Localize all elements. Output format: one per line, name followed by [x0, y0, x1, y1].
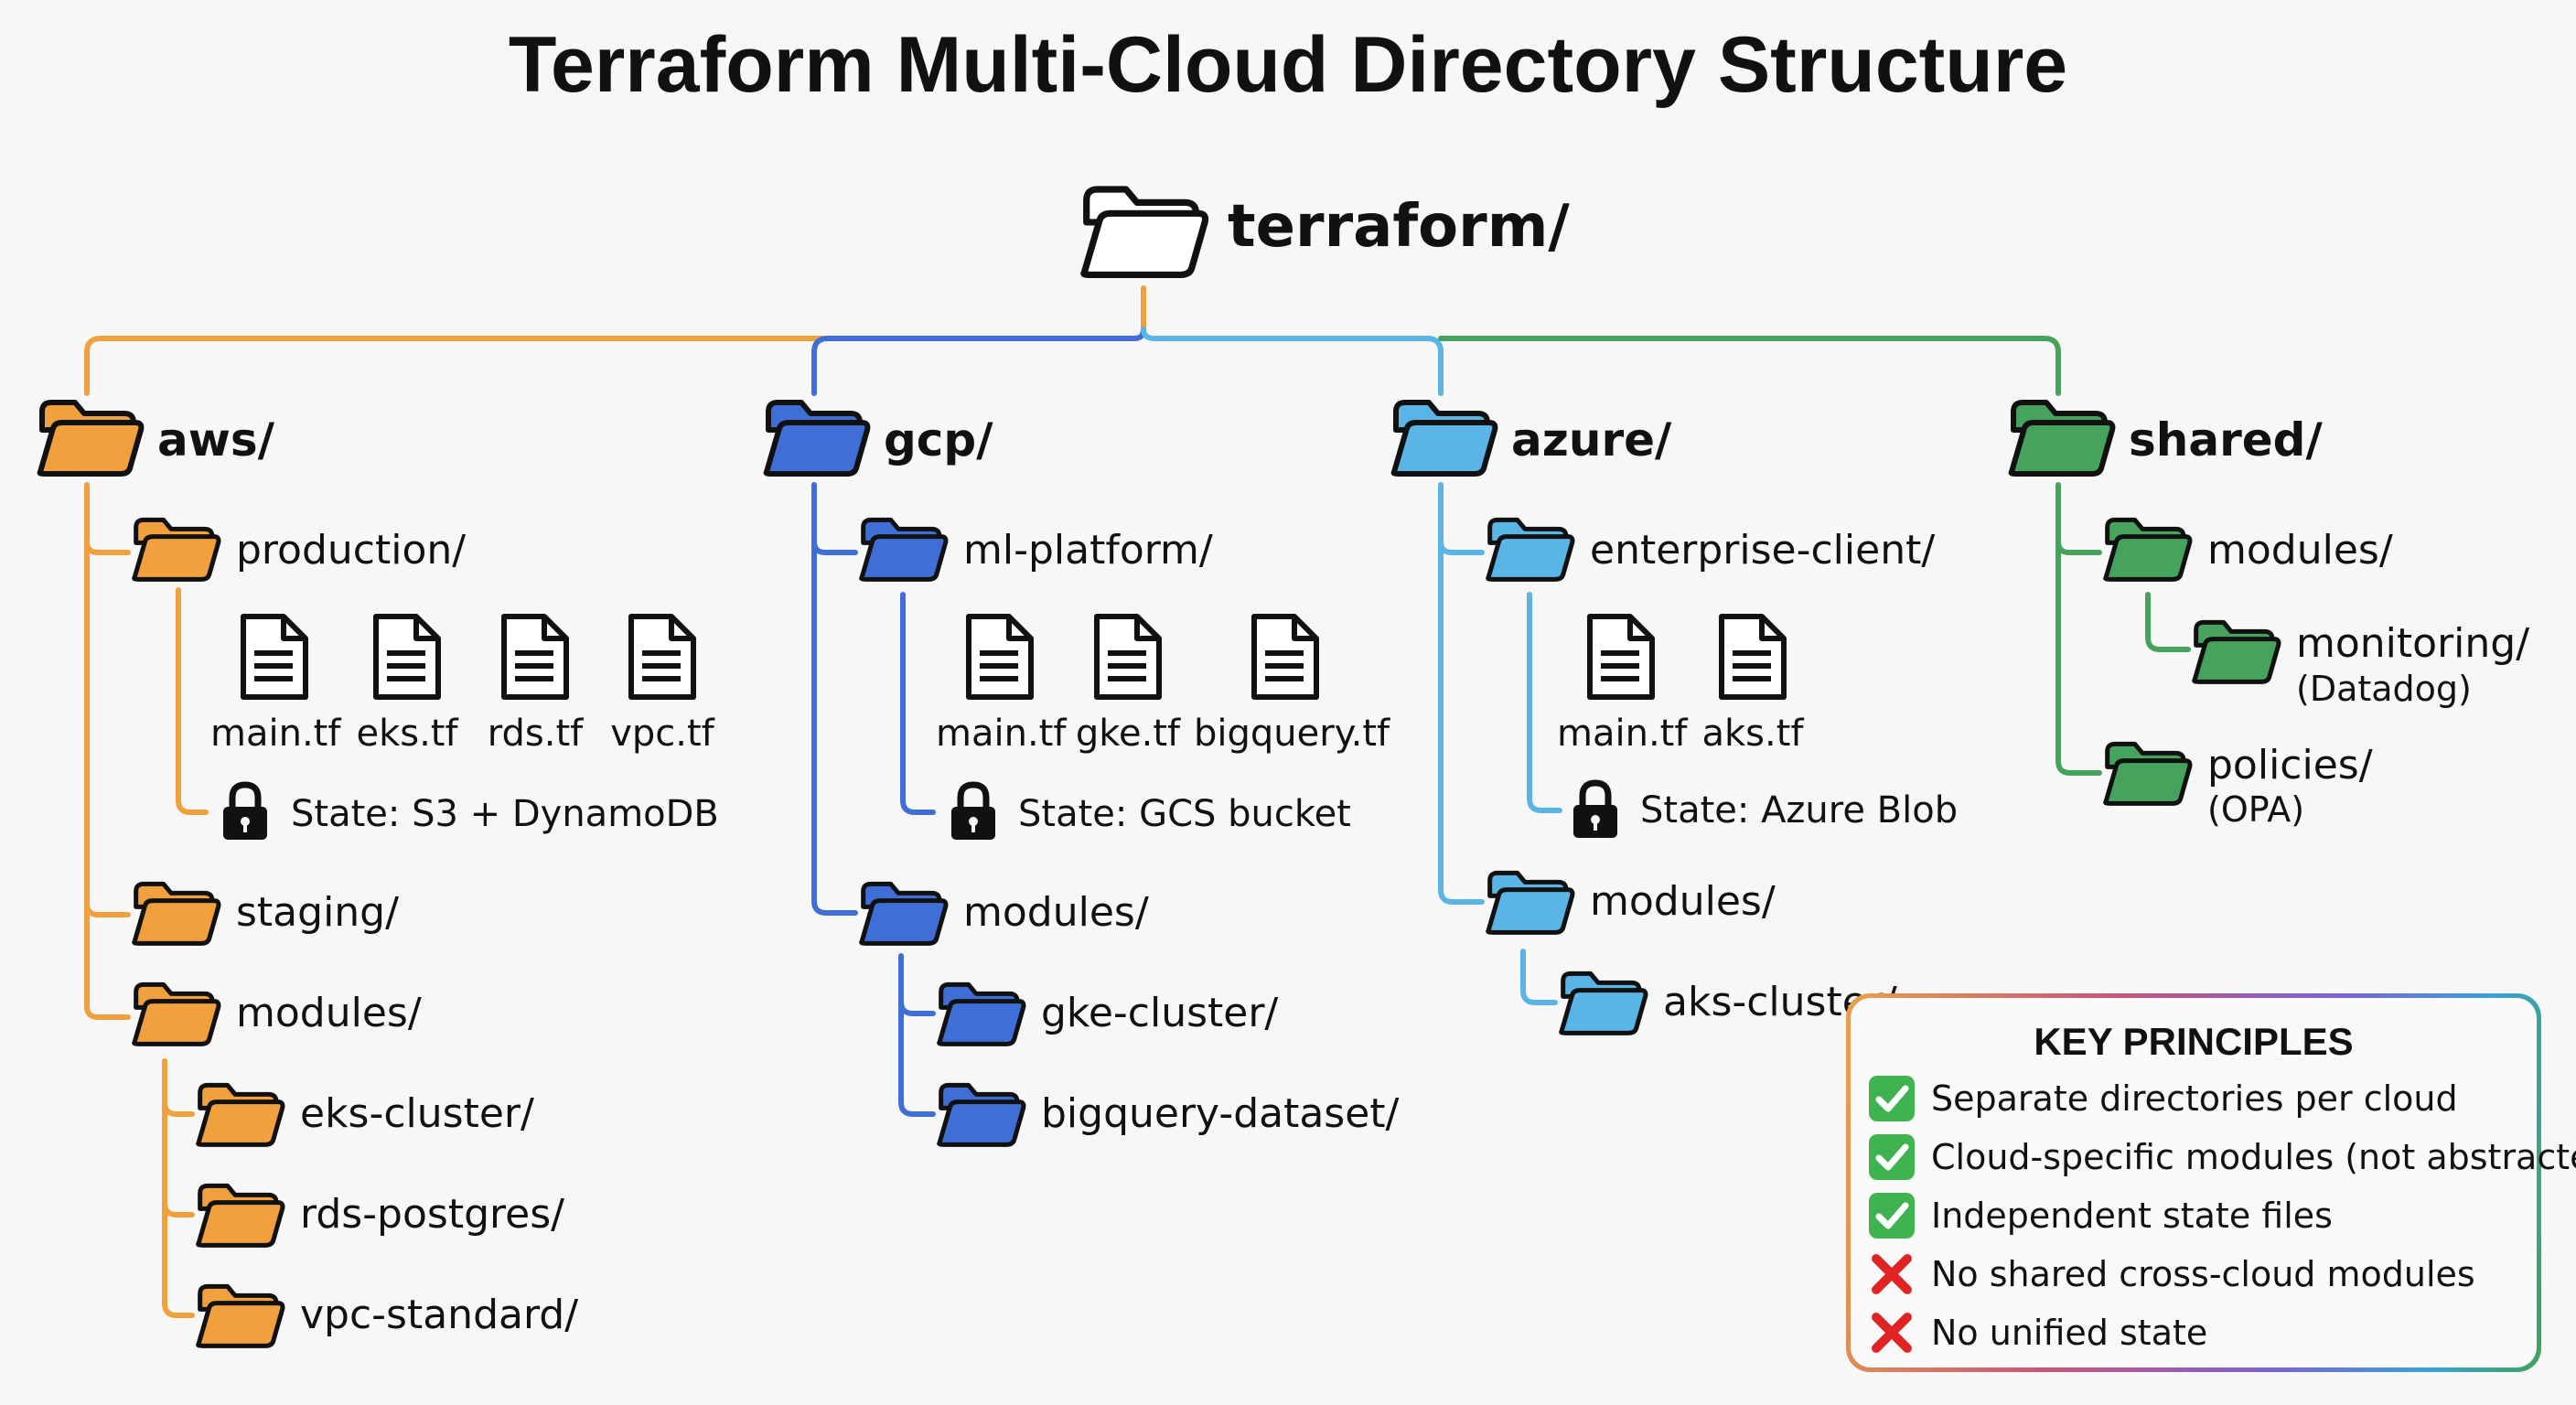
shared-monitoring-folder-icon [2195, 622, 2279, 681]
shared-label: shared/ [2129, 413, 2323, 467]
gcp-file-main: main.tf [936, 713, 1067, 755]
gcp-ml-platform-folder-icon [862, 520, 946, 579]
azure-aks-cluster-folder-icon [1562, 973, 1646, 1033]
azure-folder-icon [1394, 402, 1496, 474]
cross-icon [1872, 1254, 1912, 1294]
aws-eks-cluster-label: eks-cluster/ [300, 1090, 534, 1137]
aws-file-eks: eks.tf [356, 713, 458, 755]
shared-monitoring-label: monitoring/ [2296, 620, 2530, 667]
file-icons [243, 617, 1784, 697]
lock-icon [951, 785, 995, 840]
shared-policies-folder-icon [2106, 744, 2190, 803]
root-folder-icon [1084, 189, 1206, 274]
root-folder-label: terraform/ [1228, 193, 1570, 261]
aws-rds-postgres-label: rds-postgres/ [300, 1191, 564, 1238]
gcp-bigquery-dataset-folder-icon [939, 1085, 1024, 1144]
gcp-bigquery-dataset-label: bigquery-dataset/ [1041, 1090, 1400, 1137]
azure-state-label: State: Azure Blob [1640, 789, 1959, 831]
gcp-ml-platform-label: ml-platform/ [963, 527, 1213, 574]
file-icon [631, 617, 693, 697]
aws-vpc-standard-label: vpc-standard/ [300, 1292, 579, 1338]
shared-modules-folder-icon [2106, 520, 2190, 579]
lock-icon [223, 785, 267, 840]
aws-modules-label: modules/ [236, 990, 422, 1036]
aws-modules-folder-icon [134, 984, 219, 1044]
file-icon [504, 617, 566, 697]
principle-text: Cloud-specific modules (not abstracted) [1931, 1137, 2576, 1177]
cross-icon [1872, 1313, 1912, 1353]
gcp-file-gke: gke.tf [1075, 713, 1181, 755]
principle-item: Cloud-specific modules (not abstracted) [1867, 1132, 2576, 1183]
aws-staging-folder-icon [134, 884, 219, 943]
aws-file-rds: rds.tf [487, 713, 584, 755]
principle-text: No shared cross-cloud modules [1931, 1254, 2475, 1294]
gcp-modules-folder-icon [862, 884, 946, 943]
check-icon [1869, 1193, 1915, 1239]
file-icon [1097, 617, 1159, 697]
principle-item: Separate directories per cloud [1867, 1073, 2458, 1124]
shared-policies-label: policies/ [2207, 742, 2373, 788]
aws-production-folder-icon [134, 520, 219, 579]
key-principles-panel: KEY PRINCIPLES Separate directories per … [1846, 993, 2576, 1372]
shared-policies-note: (OPA) [2207, 789, 2305, 830]
aws-state-label: State: S3 + DynamoDB [291, 793, 719, 835]
file-icon [376, 617, 438, 697]
azure-label: azure/ [1511, 413, 1672, 467]
principle-item: No unified state [1867, 1307, 2207, 1358]
principle-text: No unified state [1931, 1313, 2208, 1353]
principle-text: Separate directories per cloud [1931, 1078, 2458, 1119]
file-icon [1722, 617, 1784, 697]
shared-folder-icon [2012, 402, 2113, 474]
gcp-gke-cluster-folder-icon [939, 984, 1024, 1044]
azure-file-main: main.tf [1557, 713, 1688, 755]
file-icon [243, 617, 306, 697]
aws-rds-postgres-folder-icon [199, 1185, 283, 1245]
azure-modules-label: modules/ [1590, 878, 1776, 925]
aws-production-label: production/ [236, 527, 467, 574]
gcp-state-label: State: GCS bucket [1018, 793, 1351, 835]
aws-file-main: main.tf [210, 713, 341, 755]
principle-item: No shared cross-cloud modules [1867, 1249, 2475, 1300]
aws-eks-cluster-folder-icon [199, 1085, 283, 1144]
azure-enterprise-client-folder-icon [1488, 520, 1572, 579]
gcp-file-bigquery: bigquery.tf [1194, 713, 1390, 755]
azure-enterprise-client-label: enterprise-client/ [1590, 527, 1936, 574]
lock-icon [1573, 783, 1617, 838]
file-icon [1590, 617, 1652, 697]
gcp-modules-label: modules/ [963, 889, 1149, 936]
principle-text: Independent state files [1931, 1196, 2333, 1236]
aws-staging-label: staging/ [236, 889, 399, 936]
aws-label: aws/ [157, 413, 274, 467]
aws-file-vpc: vpc.tf [610, 713, 714, 755]
check-icon [1869, 1076, 1915, 1121]
file-icon [1254, 617, 1316, 697]
gcp-gke-cluster-label: gke-cluster/ [1041, 990, 1279, 1036]
aws-vpc-standard-folder-icon [199, 1286, 283, 1346]
diagram-title: Terraform Multi-Cloud Directory Structur… [508, 21, 2068, 109]
check-icon [1869, 1134, 1915, 1180]
file-icon [969, 617, 1031, 697]
gcp-label: gcp/ [884, 413, 993, 467]
shared-monitoring-note: (Datadog) [2296, 669, 2472, 709]
azure-file-aks: aks.tf [1701, 713, 1804, 755]
azure-modules-folder-icon [1488, 873, 1572, 932]
aws-folder-icon [40, 402, 142, 474]
key-principles-title: KEY PRINCIPLES [2034, 1020, 2354, 1063]
principle-item: Independent state files [1867, 1190, 2333, 1241]
gcp-folder-icon [767, 402, 868, 474]
shared-modules-label: modules/ [2207, 527, 2393, 574]
